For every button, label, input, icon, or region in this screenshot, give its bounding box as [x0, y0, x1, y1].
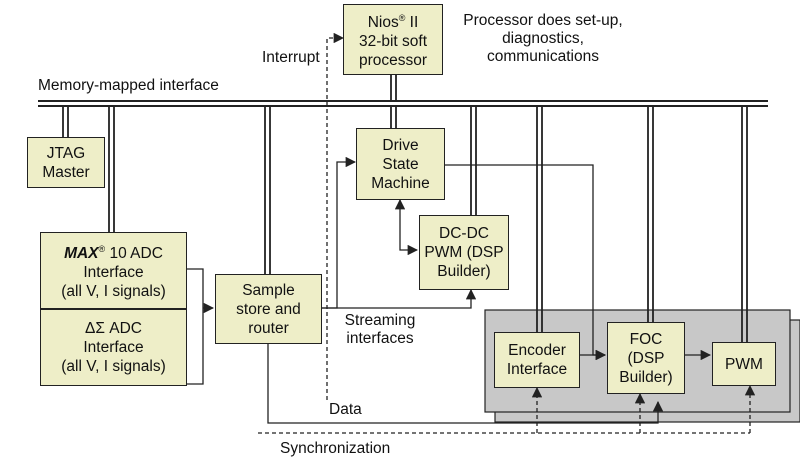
dcdc-pwm-block: DC-DC PWM (DSP Builder)	[419, 215, 509, 290]
jtag-master-block: JTAG Master	[27, 137, 105, 188]
interrupt-label: Interrupt	[262, 49, 320, 66]
foc-block: FOC (DSP Builder)	[607, 322, 685, 394]
synchronization-label: Synchronization	[280, 440, 391, 457]
processor-note: Processor does set-up, diagnostics, comm…	[463, 12, 623, 65]
drive-state-machine-block: Drive State Machine	[356, 128, 445, 200]
nios-line3: processor	[358, 52, 428, 70]
max10-line1: MAX® 10 ADC	[64, 243, 163, 263]
sync-connections	[258, 384, 756, 434]
nios-processor-block: Nios® II 32-bit soft processor	[343, 4, 443, 75]
bus-taps	[62, 75, 748, 342]
nios-line1: Nios® II	[367, 12, 419, 32]
data-label: Data	[329, 401, 362, 418]
max10-adc-block: MAX® 10 ADC Interface (all V, I signals)	[40, 232, 187, 309]
delta-sigma-adc-block: ΔΣ ADC Interface (all V, I signals)	[40, 309, 187, 386]
sample-store-router-block: Sample store and router	[215, 274, 322, 344]
pwm-block: PWM	[712, 342, 776, 386]
signal-connections	[187, 156, 712, 424]
streaming-interfaces-label: Streaming interfaces	[344, 312, 416, 347]
memory-mapped-label: Memory-mapped interface	[38, 77, 219, 94]
nios-line2: 32-bit soft	[358, 33, 428, 51]
interrupt-arrow	[326, 32, 345, 400]
encoder-interface-block: Encoder Interface	[494, 332, 580, 388]
